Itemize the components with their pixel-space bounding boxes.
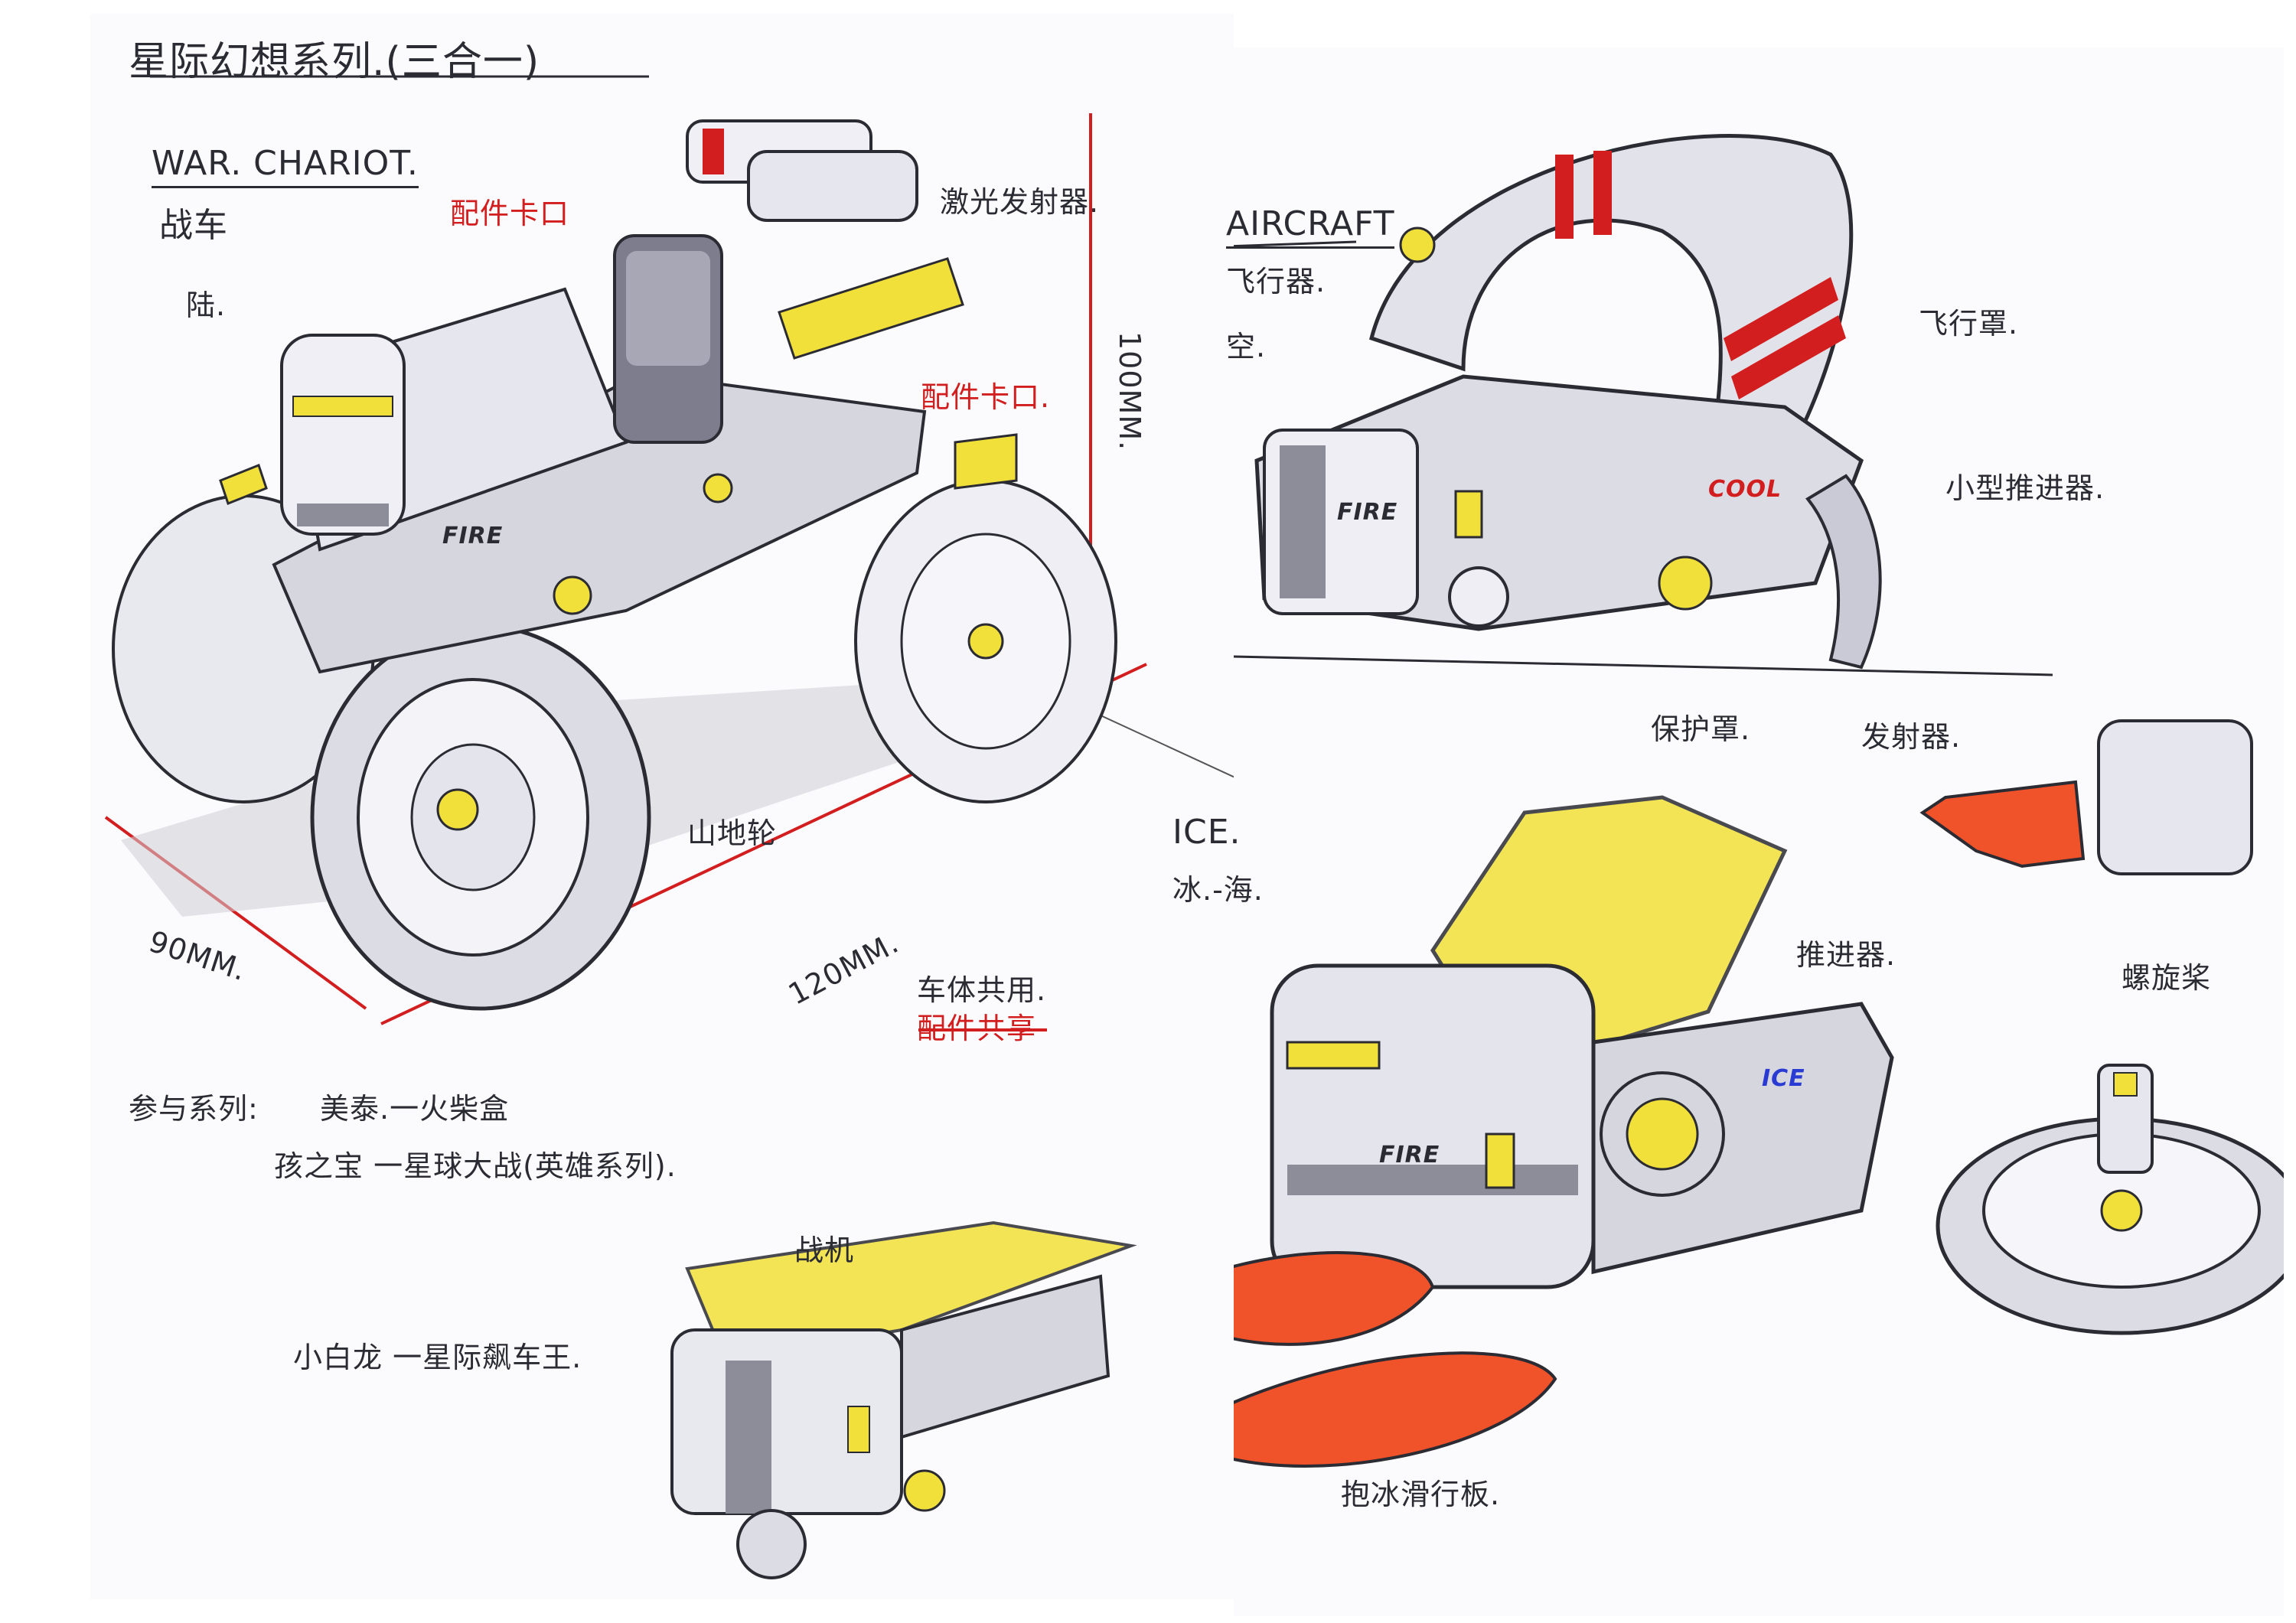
participants-label: 参与系列: bbox=[129, 1092, 259, 1126]
propeller-label: 螺旋桨 bbox=[2122, 961, 2212, 995]
fire-stamp-aircraft: FIRE bbox=[1337, 499, 1398, 526]
war-chariot-realm: 陆. bbox=[186, 288, 227, 322]
dimension-height-label: 100MM. bbox=[1113, 331, 1146, 451]
fire-stamp-chariot: FIRE bbox=[442, 523, 504, 549]
aircraft-ice-sketch bbox=[1234, 134, 2284, 1468]
laser-launcher-label: 激光发射器. bbox=[940, 185, 1100, 219]
participants-line-3: 小白龙 一星际飙车王. bbox=[293, 1341, 582, 1374]
left-sketch-sheet: 星际幻想系列.(三合一) WAR. CHARIOT. 战车 陆. 配件卡口 配件… bbox=[90, 14, 1234, 1599]
participants-line-1: 美泰.一火柴盒 bbox=[320, 1092, 510, 1126]
parts-shared-label: 配件共享 bbox=[917, 1012, 1037, 1045]
war-chariot-heading: WAR. CHARIOT. bbox=[152, 144, 419, 188]
mountain-wheel-label: 山地轮 bbox=[687, 816, 778, 850]
aircraft-cn-label: 飞行器. bbox=[1226, 265, 1326, 298]
parts-clip-label-2: 配件卡口. bbox=[921, 380, 1051, 414]
war-chariot-cn-label: 战车 bbox=[159, 206, 228, 245]
right-sketch-sheet: AIRCRAFT 飞行器. 空. 飞行罩. 小型推进器. FIRE COOL I… bbox=[1172, 47, 2284, 1616]
parts-clip-label-1: 配件卡口 bbox=[450, 197, 570, 230]
sheet-title: 星际幻想系列.(三合一) bbox=[129, 39, 540, 85]
ice-board-label: 抱冰滑行板. bbox=[1341, 1478, 1501, 1511]
ice-cn-label: 冰.-海. bbox=[1172, 873, 1264, 907]
aircraft-realm: 空. bbox=[1226, 330, 1267, 363]
participants-line-2: 孩之宝 一星球大战(英雄系列). bbox=[274, 1149, 677, 1183]
fire-stamp-ice: FIRE bbox=[1379, 1142, 1440, 1168]
canopy-label: 飞行罩. bbox=[1919, 307, 2019, 341]
ice-heading: ICE. bbox=[1172, 813, 1241, 852]
ice-stamp: ICE bbox=[1762, 1065, 1805, 1092]
fighter-label: 战机 bbox=[794, 1234, 855, 1267]
war-chariot-sketch bbox=[104, 75, 1234, 1579]
aircraft-heading: AIRCRAFT bbox=[1226, 204, 1395, 249]
ice-canopy-label: 保护罩. bbox=[1651, 712, 1751, 746]
cool-stamp-aircraft: COOL bbox=[1708, 476, 1782, 503]
thruster-label: 小型推进器. bbox=[1945, 471, 2105, 505]
ice-thruster-label: 推进器. bbox=[1796, 938, 1896, 972]
shooter-label: 发射器. bbox=[1861, 720, 1962, 754]
body-shared-label: 车体共用. bbox=[917, 973, 1047, 1007]
